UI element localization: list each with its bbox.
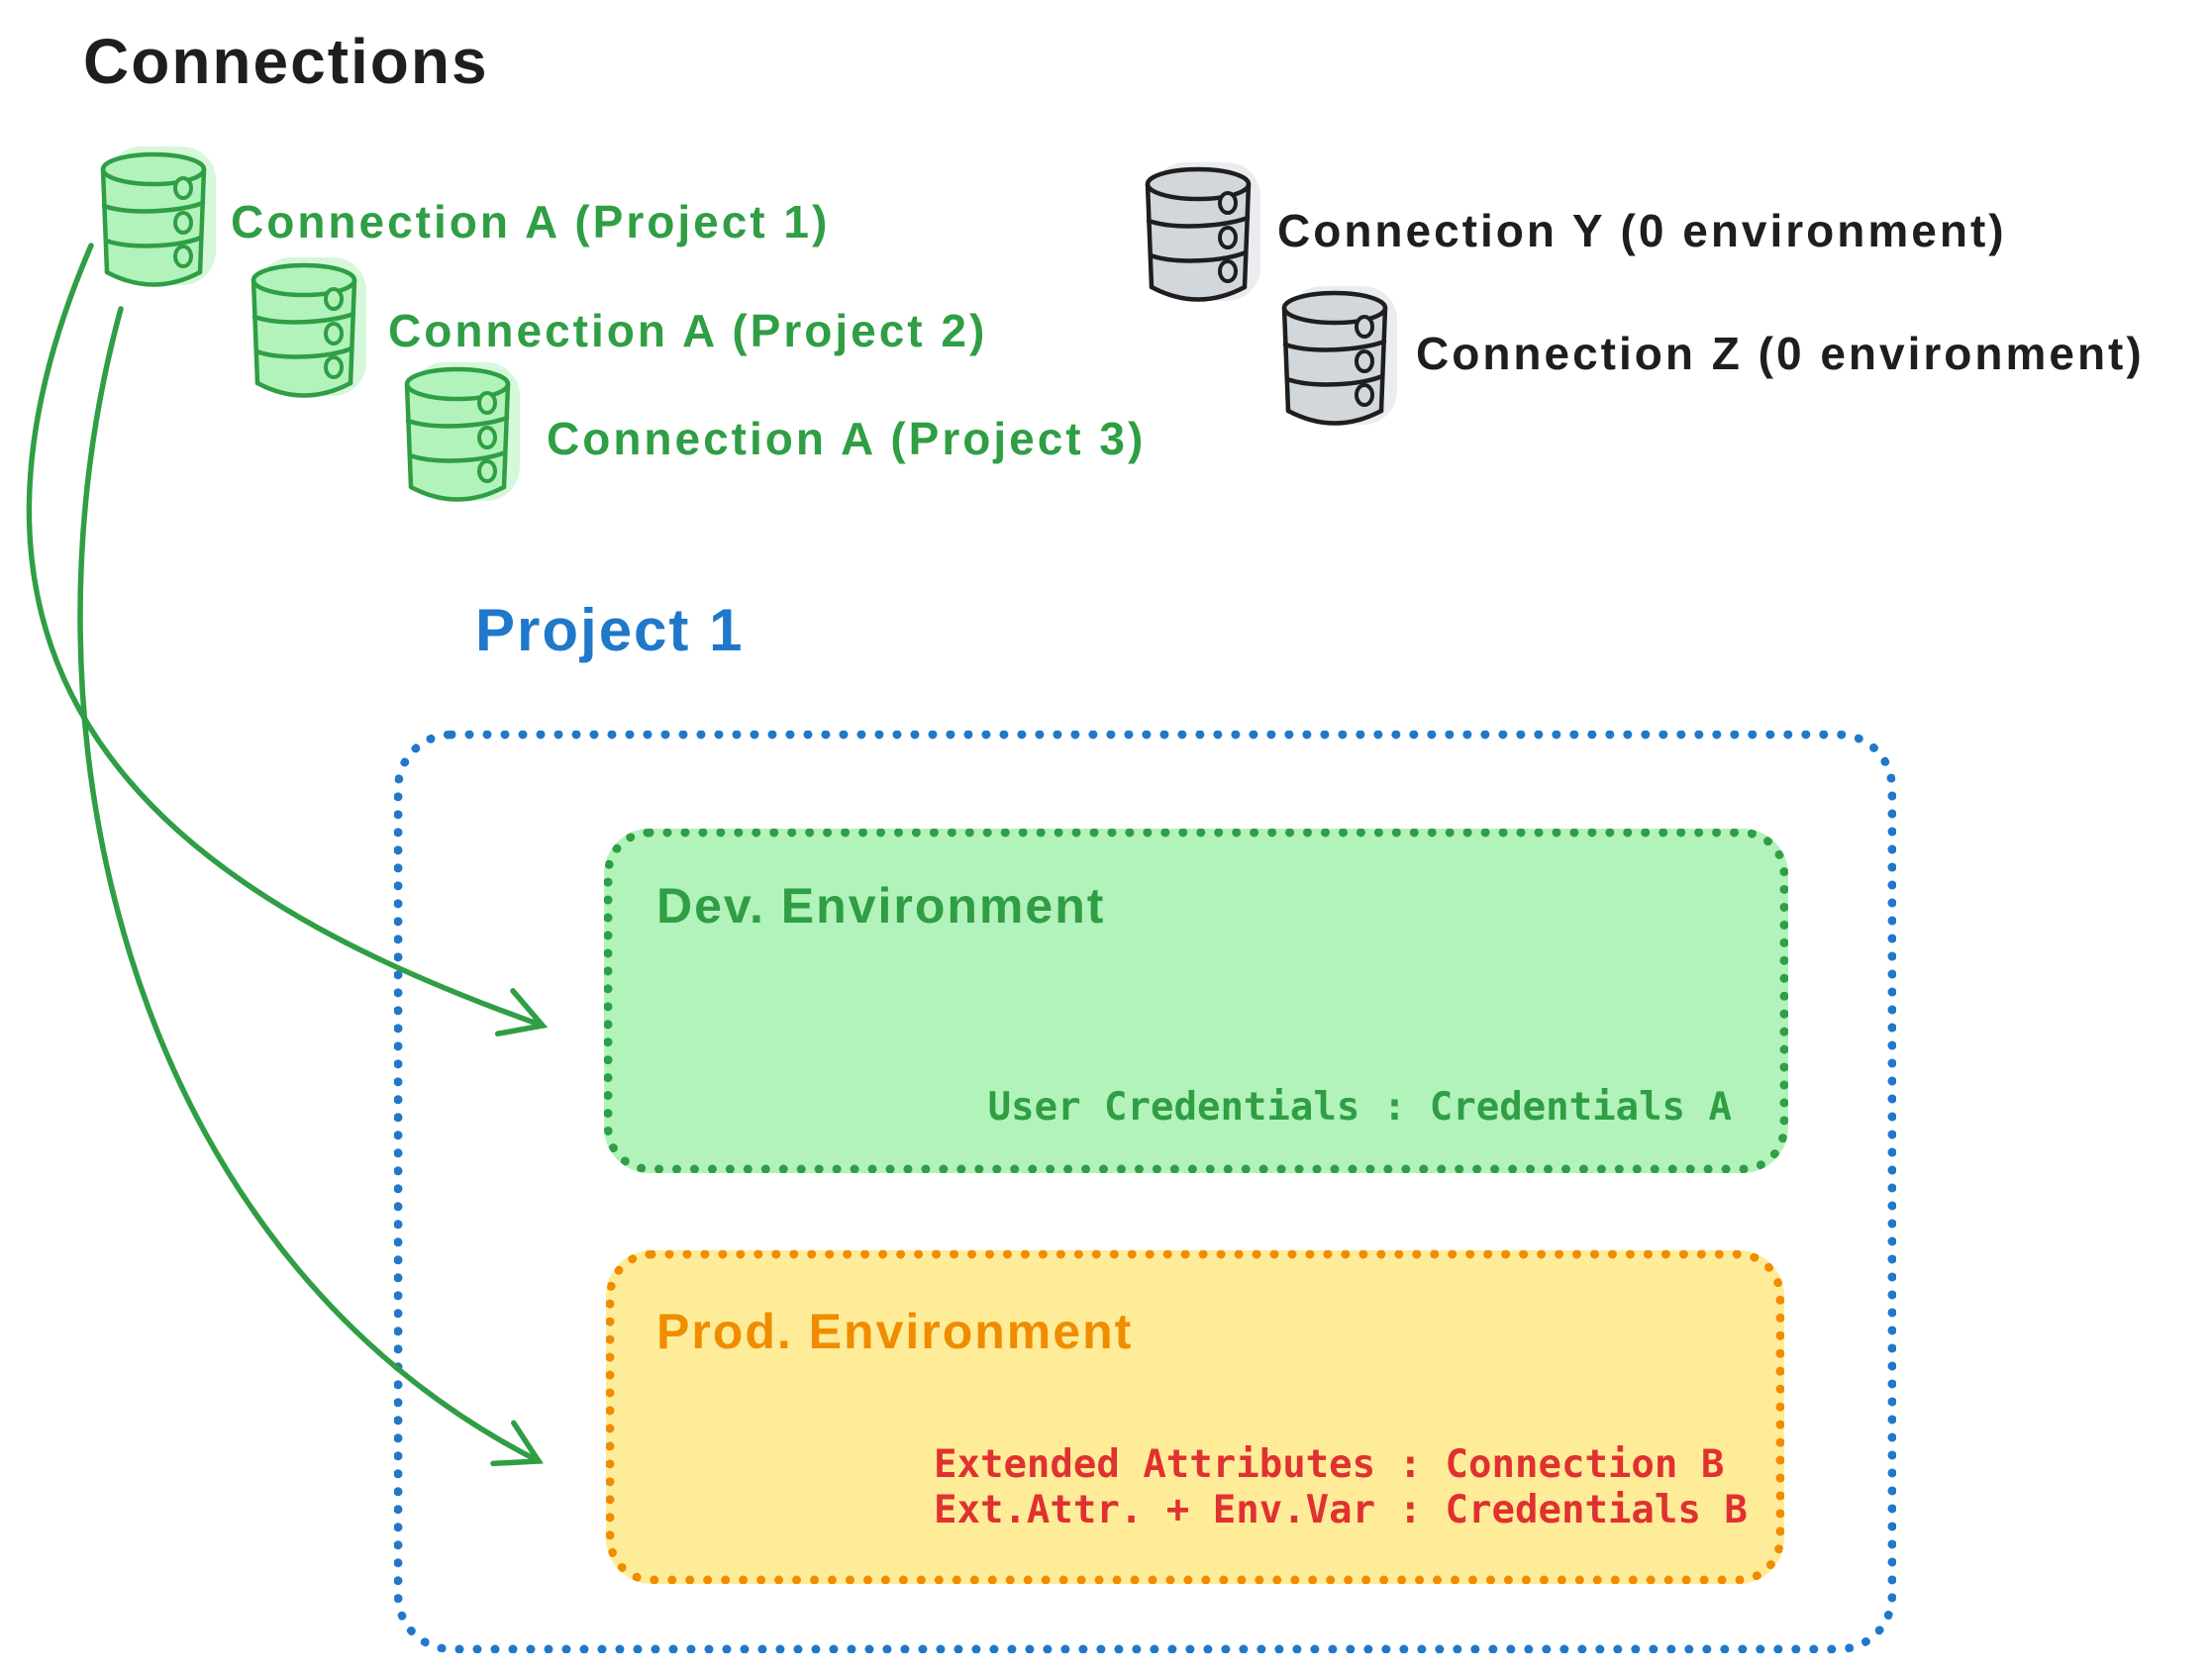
connection-a-project-1-label: Connection A (Project 1) bbox=[231, 196, 831, 247]
connection-z-label: Connection Z (0 environment) bbox=[1416, 328, 2145, 379]
prod-mapping-line-2: Ext.Attr. + Env.Var : Credentials B bbox=[934, 1488, 1748, 1532]
dev-environment-box: Dev. Environment User Credentials : Cred… bbox=[604, 829, 1788, 1173]
prod-environment-box: Prod. Environment Extended Attributes : … bbox=[606, 1250, 1784, 1584]
database-icon-connection-a-project-1 bbox=[99, 151, 208, 290]
database-icon-connection-a-project-3 bbox=[403, 366, 512, 505]
project-1-frame: Dev. Environment User Credentials : Cred… bbox=[394, 731, 1896, 1653]
dev-environment-title: Dev. Environment bbox=[656, 878, 1106, 934]
prod-mapping-line-1: Extended Attributes : Connection B bbox=[934, 1442, 1725, 1487]
connection-a-project-3-label: Connection A (Project 3) bbox=[547, 413, 1147, 464]
database-icon-connection-y bbox=[1144, 166, 1253, 305]
dev-credentials-mapping: User Credentials : Credentials A bbox=[987, 1085, 1732, 1130]
prod-environment-title: Prod. Environment bbox=[656, 1304, 1134, 1359]
connection-a-project-2-label: Connection A (Project 2) bbox=[388, 305, 988, 356]
database-icon-connection-z bbox=[1280, 290, 1389, 429]
connection-y-label: Connection Y (0 environment) bbox=[1277, 205, 2007, 256]
diagram-title: Connections bbox=[83, 26, 489, 97]
database-icon-connection-a-project-2 bbox=[250, 262, 358, 401]
project-1-title: Project 1 bbox=[475, 597, 745, 663]
prod-credentials-mapping: Extended Attributes : Connection B Ext.A… bbox=[934, 1442, 1748, 1533]
